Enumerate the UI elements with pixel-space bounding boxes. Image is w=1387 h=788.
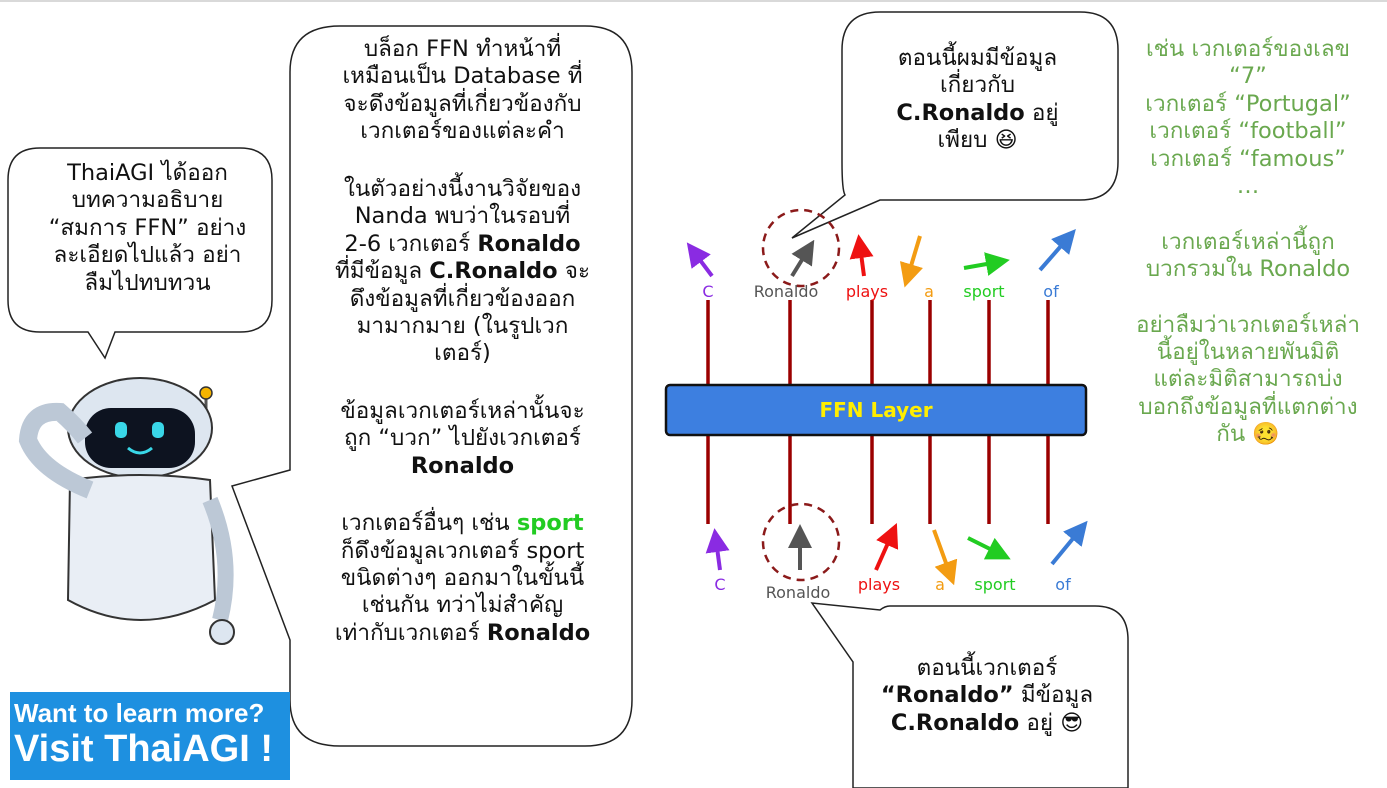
token-label-top-of: of xyxy=(1043,282,1059,301)
ffn-layer-label: FFN Layer xyxy=(819,398,933,422)
token-label-top-a: a xyxy=(924,282,934,301)
mid-paragraph-4: เวกเตอร์อื่นๆ เช่น sport ก็ดึงข้อมูลเวกเ… xyxy=(334,510,591,646)
bottom-speech-bubble xyxy=(810,602,1129,788)
top-divider xyxy=(0,0,1387,2)
thaiagi-cta-banner[interactable]: Want to learn more? Visit ThaiAGI ! xyxy=(10,692,290,780)
token-label-bottom-sport: sport xyxy=(974,575,1016,594)
right-note-3: อย่าลืมว่าเวกเตอร์เหล่า นี้อยู่ในหลายพัน… xyxy=(1135,311,1360,448)
mid-paragraph-2: ในตัวอย่างนี้งานวิจัยของ Nanda พบว่าในรอ… xyxy=(334,175,591,367)
right-note-2: เวกเตอร์เหล่านี้ถูก บวกรวมใน Ronaldo xyxy=(1145,228,1351,283)
cta-line-1: Want to learn more? xyxy=(14,698,265,728)
left-speech-bubble xyxy=(7,147,273,360)
robot-mascot xyxy=(18,377,235,645)
left-bubble-text: ThaiAGI ได้ออก บทความอธิบาย “สมการ FFN” … xyxy=(48,160,247,296)
sunglasses-emoji: 😎 xyxy=(1060,710,1084,736)
top-bubble-text: ตอนนี้ผมมีข้อมูล เกี่ยวกับ C.Ronaldo อยู… xyxy=(896,45,1059,154)
token-label-top-plays: plays xyxy=(845,282,889,301)
top-vector-stems xyxy=(706,300,1050,388)
woozy-emoji: 🥴 xyxy=(1252,422,1280,448)
bottom-token-arrows xyxy=(705,520,1088,586)
cta-line-2: Visit ThaiAGI ! xyxy=(14,728,274,770)
token-label-top-c: C xyxy=(702,282,714,301)
ffn-layer-box xyxy=(664,383,1088,437)
bottom-vector-stems xyxy=(706,434,1050,524)
token-label-top-ronaldo: Ronaldo xyxy=(753,282,819,301)
top-speech-bubble xyxy=(791,11,1119,239)
top-token-arrows xyxy=(686,228,1076,288)
right-note-1: เช่น เวกเตอร์ของเลข “7” เวกเตอร์ “Portug… xyxy=(1145,36,1351,200)
token-label-bottom-c: C xyxy=(714,575,726,594)
token-label-bottom-plays: plays xyxy=(857,575,901,594)
token-label-bottom-of: of xyxy=(1055,575,1071,594)
token-label-top-sport: sport xyxy=(963,282,1005,301)
token-label-bottom-ronaldo: Ronaldo xyxy=(765,583,831,602)
ronaldo-highlight-bottom xyxy=(761,502,841,582)
bottom-bubble-text: ตอนนี้เวกเตอร์ “Ronaldo” มีข้อมูล C.Rona… xyxy=(880,655,1094,736)
token-label-bottom-a: a xyxy=(935,575,945,594)
mid-paragraph-1: บล็อก FFN ทำหน้าที่ เหมือนเป็น Database … xyxy=(342,36,583,145)
ronaldo-highlight-top xyxy=(761,208,841,288)
laughing-emoji: 😆 xyxy=(994,128,1018,154)
mid-paragraph-3: ข้อมูลเวกเตอร์เหล่านั้นจะ ถูก “บวก” ไปยั… xyxy=(340,397,585,479)
right-notes: เช่น เวกเตอร์ของเลข “7” เวกเตอร์ “Portug… xyxy=(1112,36,1384,477)
middle-bubble-text: บล็อก FFN ทำหน้าที่ เหมือนเป็น Database … xyxy=(300,36,625,677)
middle-speech-bubble xyxy=(231,25,633,747)
